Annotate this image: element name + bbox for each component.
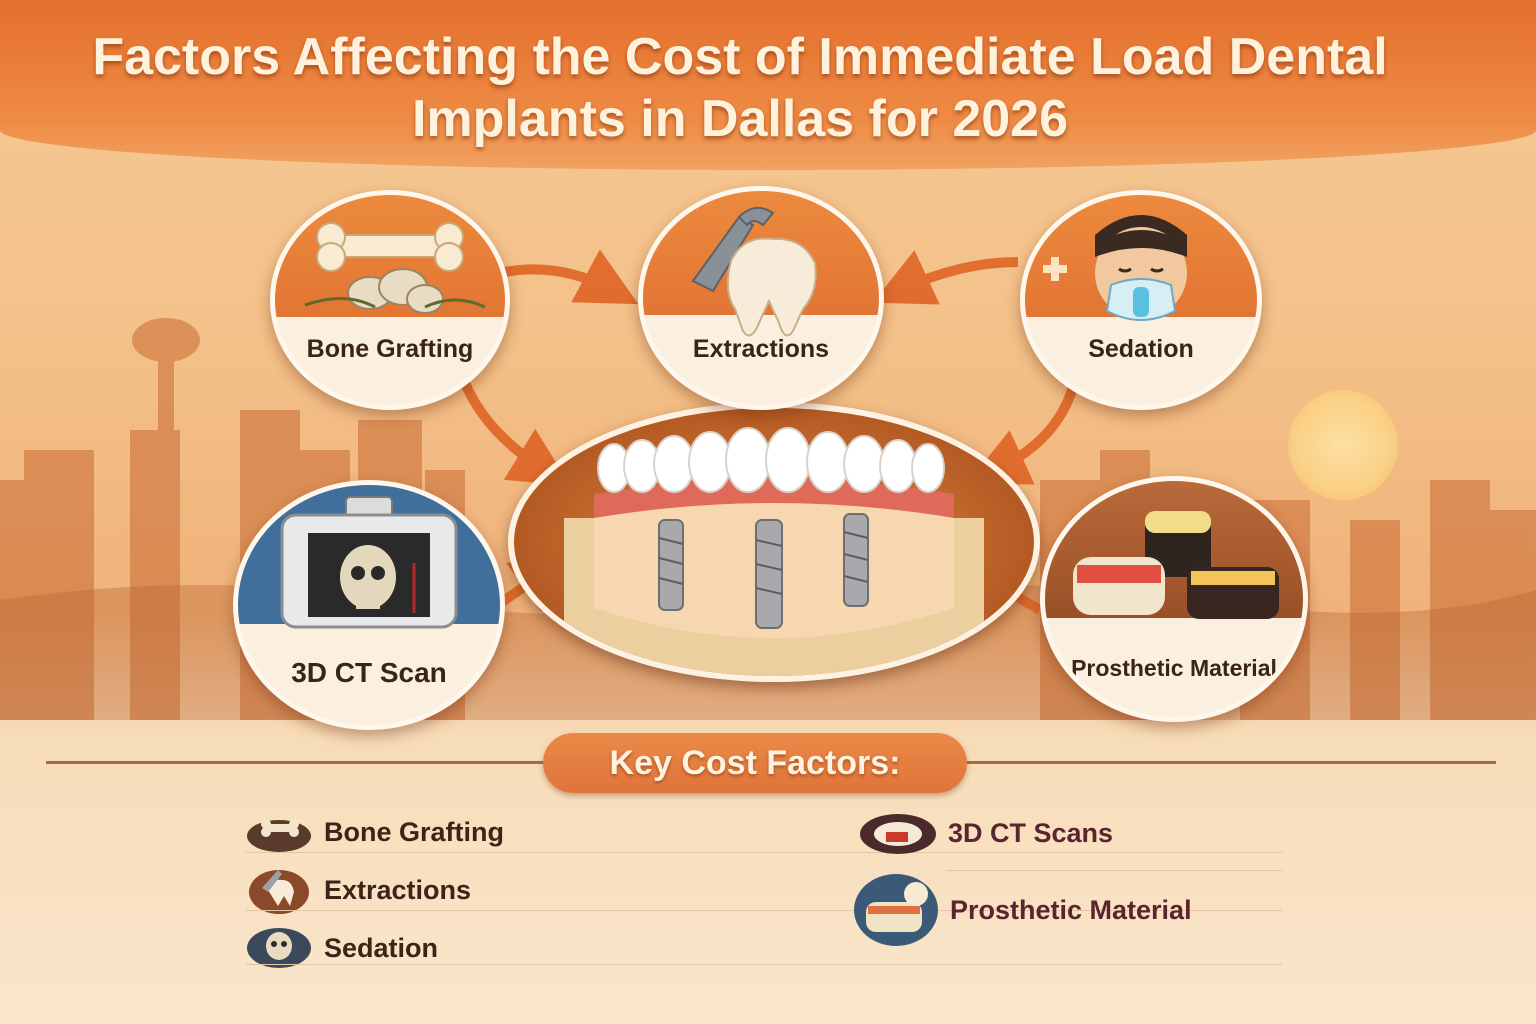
key-item-label: Sedation xyxy=(324,932,439,963)
key-row-divider xyxy=(246,964,1282,965)
implant-bridge-icon xyxy=(564,427,984,676)
sun-graphic xyxy=(1288,390,1398,500)
factor-sedation: Sedation xyxy=(1020,190,1262,410)
page-title: Factors Affecting the Cost of Immediate … xyxy=(0,26,1480,150)
key-item-label: Prosthetic Material xyxy=(950,894,1192,925)
dentures-icon xyxy=(854,874,938,946)
key-cost-factors-heading: Key Cost Factors: xyxy=(543,733,967,793)
skull-icon xyxy=(247,928,311,968)
factor-extractions: Extractions xyxy=(638,186,884,410)
factor-bone-grafting: Bone Grafting xyxy=(270,190,510,410)
factor-label: Prosthetic Material xyxy=(1071,655,1277,681)
key-row-divider xyxy=(946,870,1282,871)
tooth-forceps-icon xyxy=(249,870,309,914)
key-item-label: Extractions xyxy=(324,874,472,905)
key-row-divider xyxy=(246,910,1282,911)
key-item-3d-ct-scans: 3D CT Scans xyxy=(858,810,1113,856)
factor-3d-ct-scan: 3D CT Scan xyxy=(233,480,505,730)
arrow-sedation-to-extractions xyxy=(872,250,1019,305)
arrow-sedation-to-center xyxy=(967,378,1080,485)
title-line-1: Factors Affecting the Cost of Immediate … xyxy=(92,28,1388,86)
ct-scanner-icon xyxy=(280,496,458,629)
factor-label: Extractions xyxy=(692,335,830,363)
arrow-bone-to-extractions xyxy=(504,249,639,305)
key-item-label: 3D CT Scans xyxy=(948,817,1114,848)
factor-prosthetic-material: Prosthetic Material xyxy=(1040,476,1308,722)
key-item-prosthetic-material: Prosthetic Material xyxy=(852,872,1192,948)
header-band xyxy=(0,0,1536,170)
factor-label: 3D CT Scan xyxy=(291,657,447,688)
key-item-extractions: Extractions xyxy=(244,864,471,916)
bone-icon xyxy=(247,819,311,852)
bone-icon xyxy=(304,222,486,314)
factor-label: Sedation xyxy=(1088,335,1194,363)
key-item-label: Bone Grafting xyxy=(324,816,504,847)
tooth-forceps-icon xyxy=(691,206,817,337)
factor-label: Bone Grafting xyxy=(306,335,474,363)
key-item-bone-grafting: Bone Grafting xyxy=(244,810,504,854)
key-item-sedation: Sedation xyxy=(244,926,438,970)
center-implant-illustration xyxy=(508,402,1040,682)
sedation-mask-icon xyxy=(1043,215,1187,321)
title-line-2: Implants in Dallas for 2026 xyxy=(411,90,1069,148)
key-row-divider xyxy=(246,852,1282,853)
mouth-icon xyxy=(860,814,936,854)
dentures-icon xyxy=(1073,511,1279,619)
